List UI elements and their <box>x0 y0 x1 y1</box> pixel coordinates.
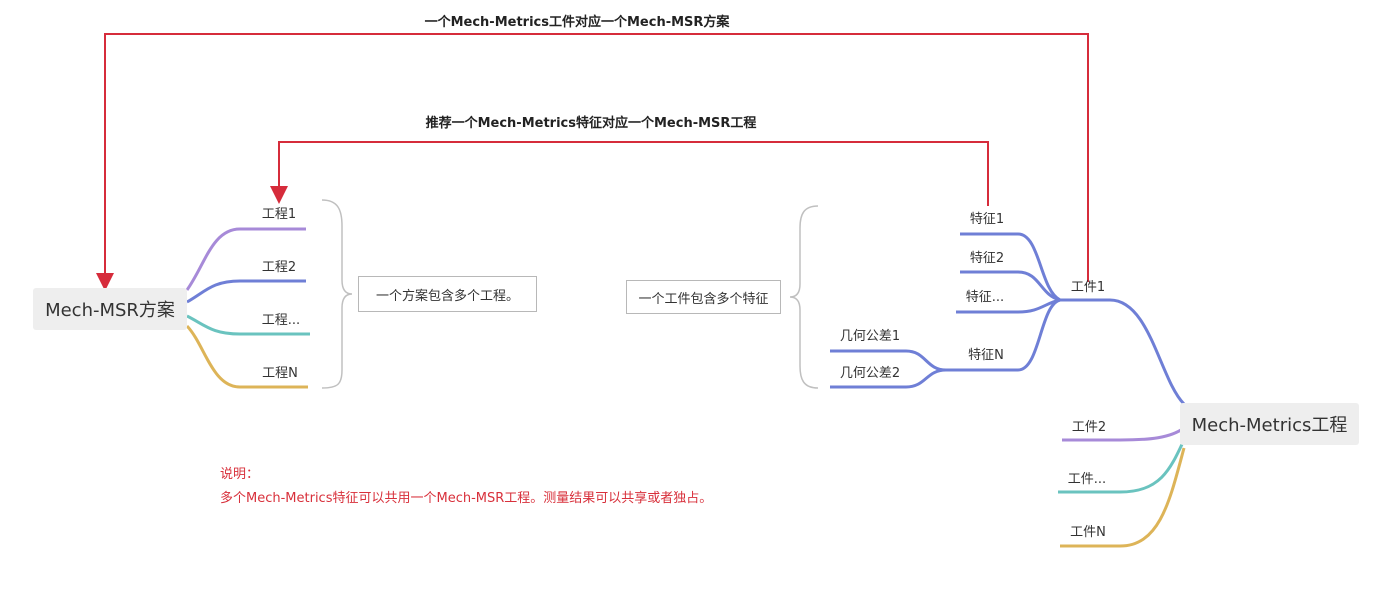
tolerance-node-2[interactable]: 几何公差2 <box>839 366 901 381</box>
feature-node-2[interactable]: 特征2 <box>969 251 1005 266</box>
branch-line-project-n <box>185 324 308 389</box>
top-relation-line <box>96 33 1089 291</box>
mid-relation-label: 推荐一个Mech-Metrics特征对应一个Mech-MSR工程 <box>425 116 757 131</box>
mid-relation-line <box>270 141 989 206</box>
feature-node-1[interactable]: 特征1 <box>969 212 1005 227</box>
branch-line-feature-1 <box>960 232 1061 302</box>
branch-line-project-2 <box>186 279 306 304</box>
top-relation-label: 一个Mech-Metrics工件对应一个Mech-MSR方案 <box>424 15 730 30</box>
feature-summary-box[interactable]: 一个工件包含多个特征 <box>626 280 781 314</box>
branch-line-workpiece-2 <box>1062 426 1185 442</box>
metrics-project-root[interactable]: Mech-Metrics工程 <box>1180 403 1359 445</box>
msr-solution-root[interactable]: Mech-MSR方案 <box>33 288 187 330</box>
workpiece-node-1[interactable]: 工件1 <box>1070 280 1106 295</box>
tolerance-node-1[interactable]: 几何公差1 <box>839 329 901 344</box>
branch-line-project-1 <box>185 227 306 291</box>
note-title: 说明： <box>220 467 260 482</box>
workpiece-node-2[interactable]: 工件2 <box>1071 420 1107 435</box>
feature-summary-bracket <box>789 205 819 389</box>
branch-line-feature-2 <box>960 270 1061 302</box>
branch-line-tolerance-2 <box>830 368 947 389</box>
branch-line-feature-n <box>946 298 1061 372</box>
workpiece-node-etc[interactable]: 工件... <box>1067 472 1107 487</box>
project-node-2[interactable]: 工程2 <box>261 260 297 275</box>
feature-node-etc[interactable]: 特征... <box>965 290 1005 305</box>
workpiece-node-n[interactable]: 工件N <box>1070 525 1106 540</box>
branch-line-project-etc <box>186 314 310 336</box>
project-node-etc[interactable]: 工程... <box>261 313 301 328</box>
branch-line-workpiece-etc <box>1058 439 1186 494</box>
branch-line-workpiece-1 <box>1060 298 1186 406</box>
project-summary-box[interactable]: 一个方案包含多个工程。 <box>358 276 537 312</box>
branch-line-workpiece-n <box>1060 447 1186 548</box>
project-node-n[interactable]: 工程N <box>262 366 298 381</box>
feature-node-n[interactable]: 特征N <box>968 348 1004 363</box>
project-node-1[interactable]: 工程1 <box>261 207 297 222</box>
project-summary-bracket <box>321 199 353 389</box>
note-body: 多个Mech-Metrics特征可以共用一个Mech-MSR工程。测量结果可以共… <box>220 491 713 506</box>
